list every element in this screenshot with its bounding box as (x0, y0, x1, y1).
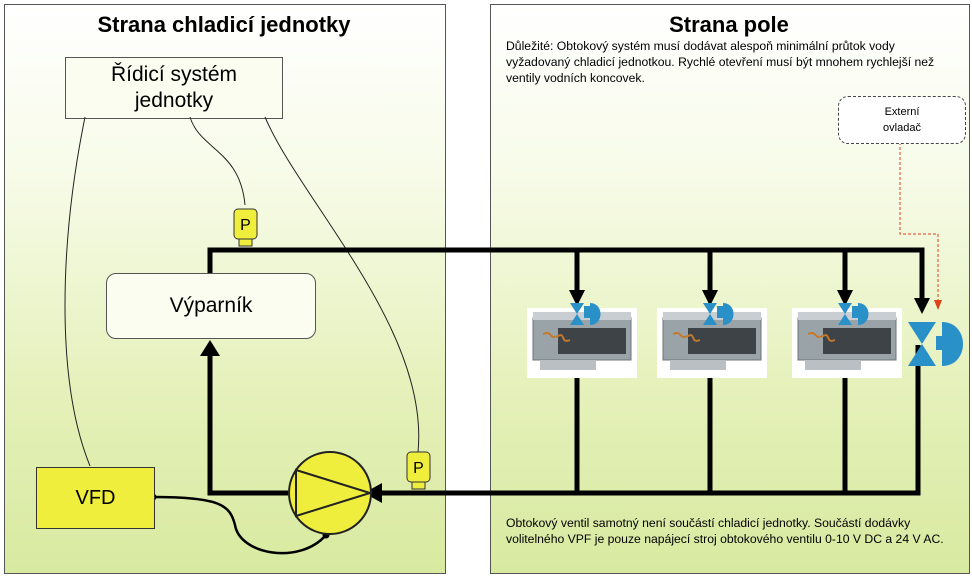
signal-wires (64, 116, 420, 467)
pump-to-evaporator-pipe (207, 350, 288, 496)
arrow-down-bypass (914, 298, 930, 314)
external-controller-label-2: ovladač (883, 122, 921, 134)
valve-actuator-icon-1 (570, 303, 601, 325)
fan-coil-unit-2 (657, 308, 767, 378)
flow-arrows (200, 290, 930, 503)
pressure-sensor-top-label: P (240, 217, 251, 234)
arrow-down-1 (569, 290, 585, 306)
chiller-side-title: Strana chladicí jednotky (97, 12, 351, 37)
pump-icon (288, 451, 374, 535)
wire-control-to-top-sensor (189, 116, 246, 206)
valve-actuator-icon-2 (703, 303, 734, 325)
bypass-valve-icon (908, 322, 963, 366)
pressure-sensor-top: P (233, 208, 258, 247)
arrow-into-evaporator (200, 340, 220, 356)
wire-control-to-pump-sensor (264, 116, 420, 453)
external-controller-box: Externí ovladač (838, 96, 966, 144)
control-system-box: Řídicí systém jednotky (65, 57, 283, 119)
external-signal-line (899, 142, 942, 310)
return-pipe (372, 345, 921, 496)
vfd-box: VFD (36, 467, 155, 529)
pipes (207, 247, 925, 496)
arrow-down-2 (702, 290, 718, 306)
pressure-sensor-pump: P (406, 451, 431, 490)
arrow-down-3 (837, 290, 853, 306)
important-note: Důležité: Obtokový systém musí dodávat a… (506, 39, 935, 85)
field-side-title: Strana pole (669, 12, 789, 37)
control-system-label-2: jednotky (134, 89, 214, 112)
control-system-label-1: Řídicí systém (110, 63, 238, 86)
evaporator-box: Výparník (106, 273, 316, 339)
fan-coil-unit-1 (527, 308, 637, 378)
bypass-note: Obtokový ventil samotný není součástí ch… (506, 516, 944, 546)
supply-pipe (207, 247, 925, 300)
wire-control-to-vfd (64, 116, 91, 467)
pressure-sensor-pump-label: P (413, 460, 424, 477)
external-controller-label-1: Externí (884, 106, 920, 118)
valve-actuator-icon-3 (838, 303, 869, 325)
